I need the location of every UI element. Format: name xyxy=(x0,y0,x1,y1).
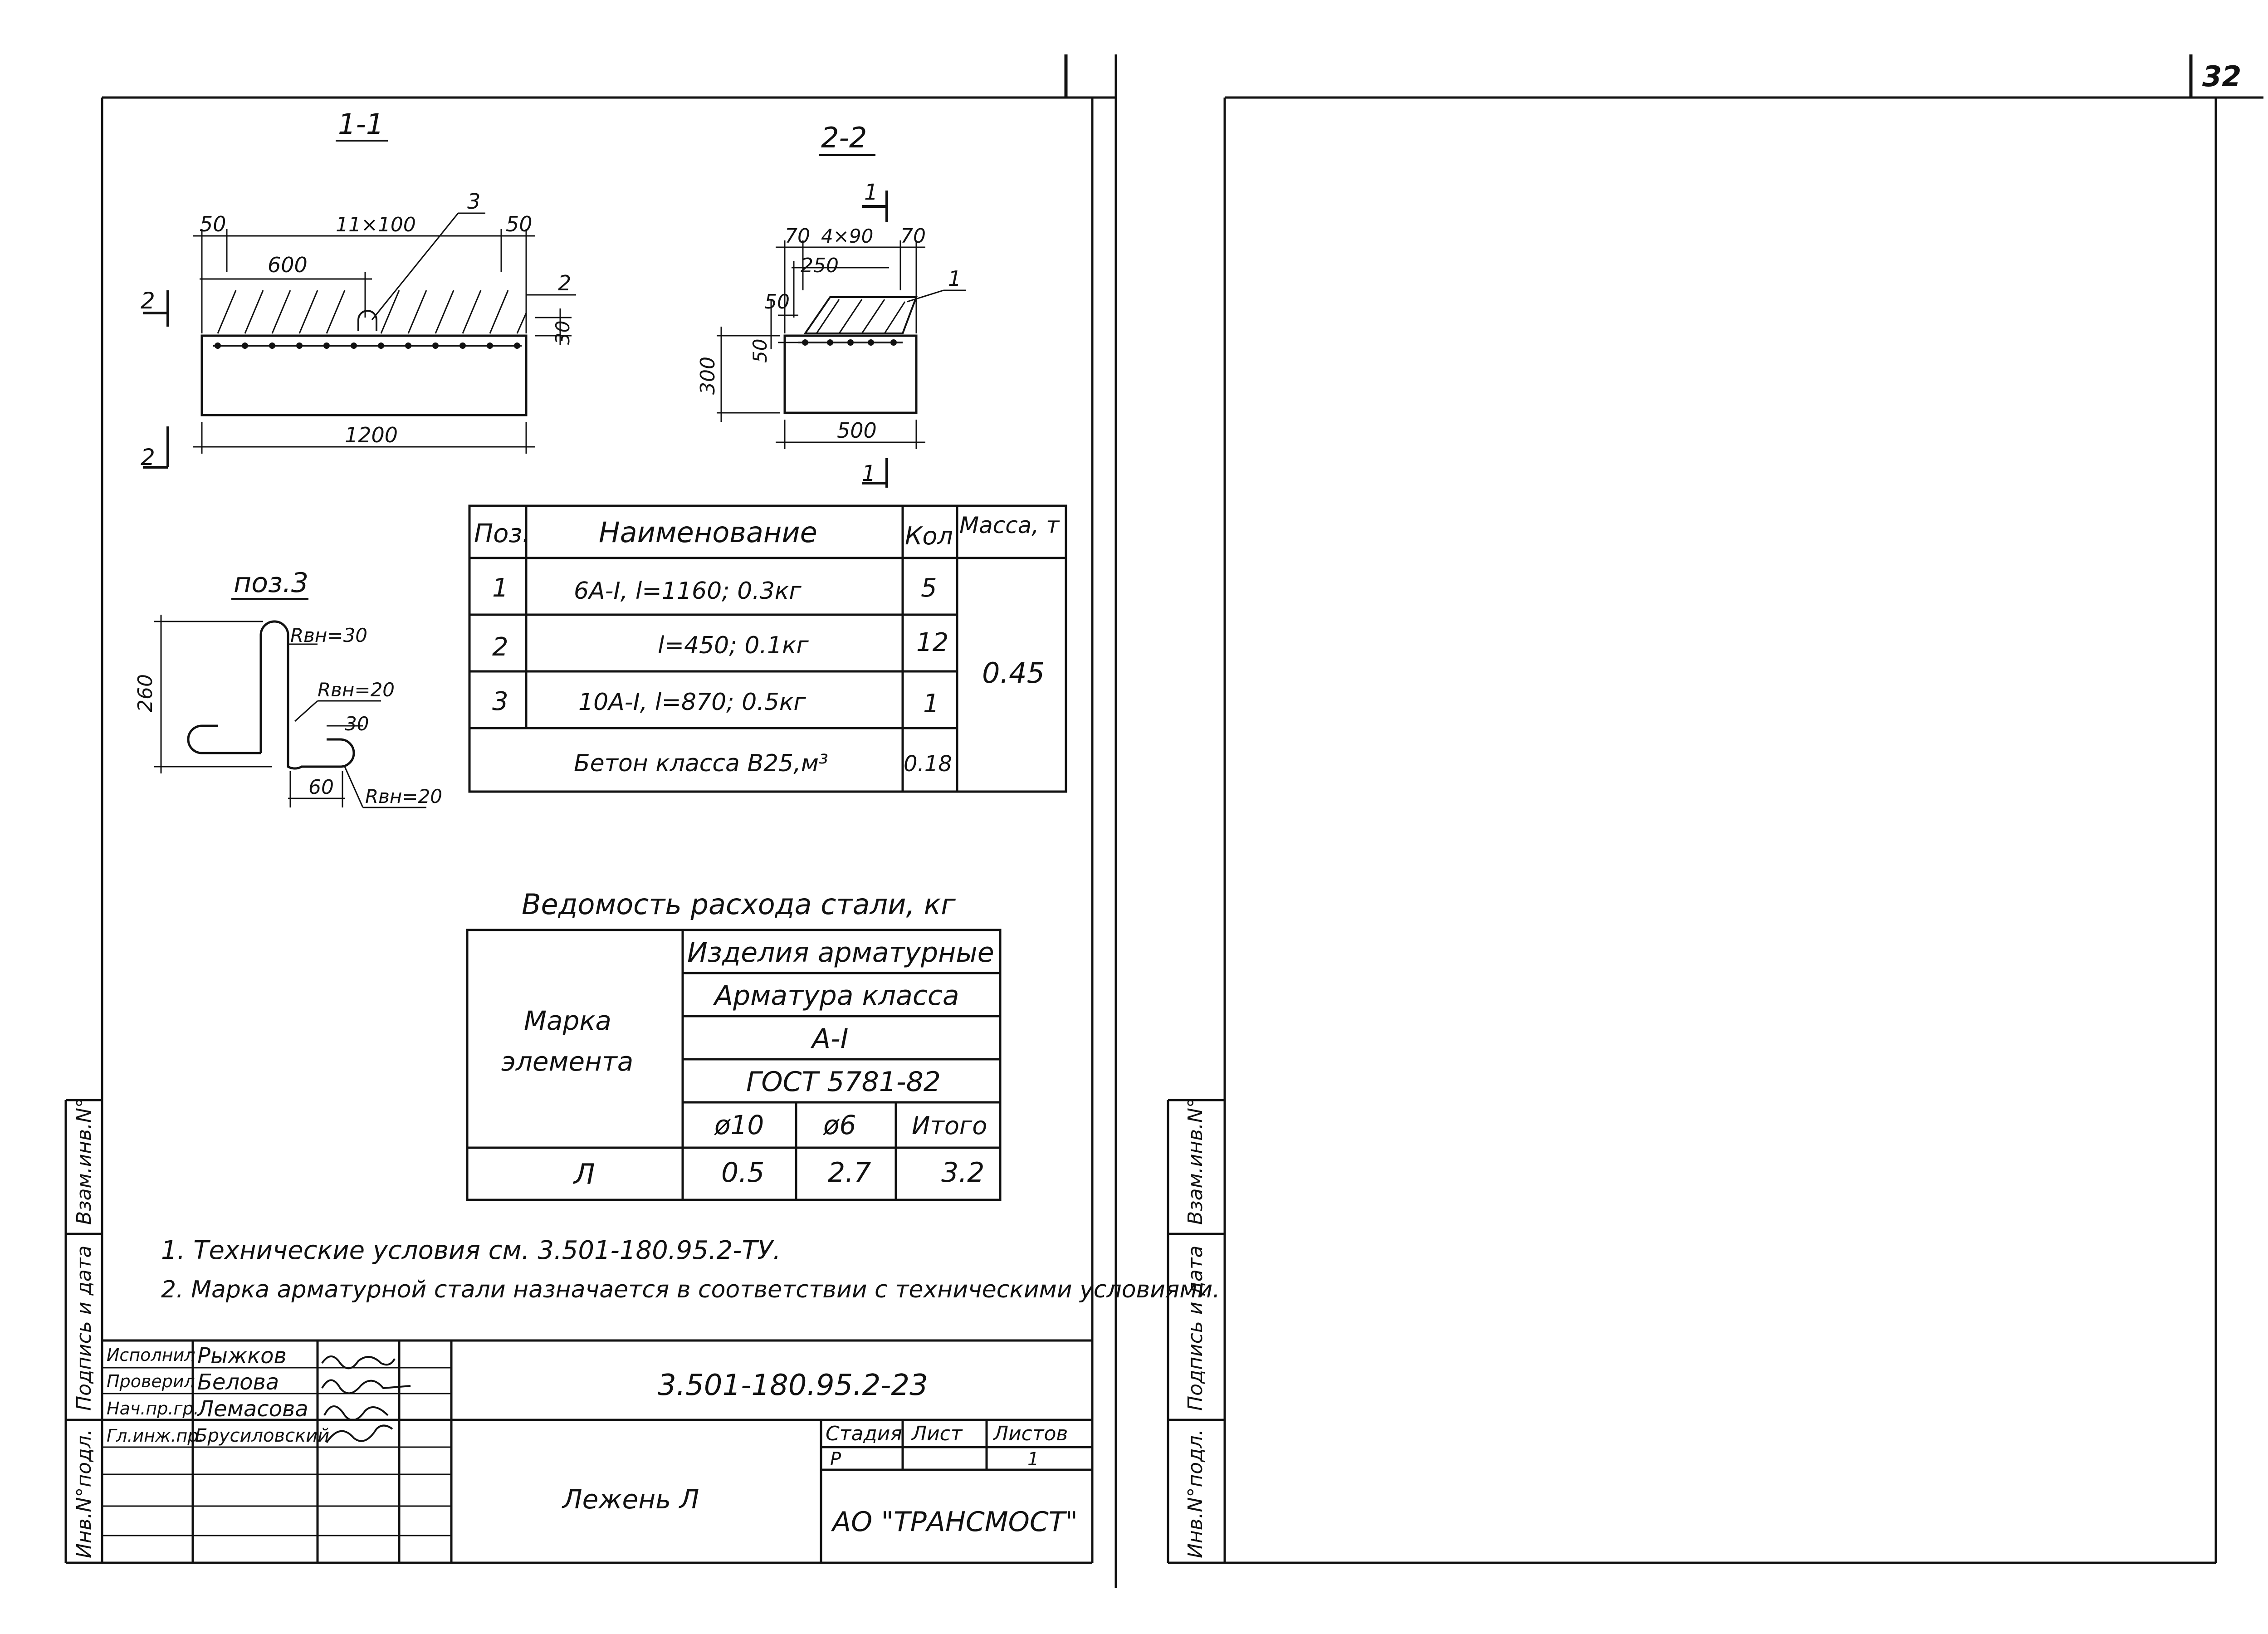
dim-70-left: 70 xyxy=(785,225,810,248)
spec-head-pos: Поз. xyxy=(474,519,530,548)
cut-2-top: 2 xyxy=(141,288,155,314)
cut-1-top: 1 xyxy=(864,180,878,205)
dim-50-b: 50 xyxy=(749,339,771,363)
steel-col-total: Итого xyxy=(912,1111,987,1140)
section-2-2: 2-2 xyxy=(696,121,966,488)
left-margin-strip xyxy=(64,1099,103,1563)
doc-code: 3.501-180.95.2-23 xyxy=(658,1369,928,1402)
spec-row1-qty: 5 xyxy=(921,573,937,603)
dim-11x100: 11×100 xyxy=(336,213,416,236)
spec-row3-qty: 1 xyxy=(923,689,939,719)
spec-mass: 0.45 xyxy=(982,656,1045,690)
left-sheet-frame xyxy=(66,54,1117,1588)
dim-500: 500 xyxy=(837,418,877,443)
pos3-r20-a: Rвн=20 xyxy=(318,679,395,701)
label-inv-swap: Взам.инв.N° xyxy=(73,1098,96,1225)
dim-50-a: 50 xyxy=(764,290,790,313)
stage-value: Р xyxy=(830,1449,841,1470)
steel-title: Ведомость расхода стали, кг xyxy=(522,888,956,921)
title-person1-role: Исполнил xyxy=(107,1345,196,1365)
label-sign-date: Подпись и дата xyxy=(73,1246,96,1411)
title-person4-role: Гл.инж.пр. xyxy=(107,1426,204,1446)
spec-table: Поз. Наименование Кол Масса, т 1 6A-I, l… xyxy=(468,504,1067,793)
pos3-dim-260: 260 xyxy=(134,674,157,712)
right-sheet-frame xyxy=(1167,54,2263,1564)
dim-4x90: 4×90 xyxy=(821,225,873,247)
steel-table: Ведомость расхода стали, кг Марка элемен… xyxy=(466,888,1002,1201)
spec-row3-name: 10A-I, l=870; 0.5кг xyxy=(578,689,806,716)
steel-row-mark: Л xyxy=(573,1158,595,1191)
spec-row2-pos: 2 xyxy=(492,632,508,662)
dim-70-right: 70 xyxy=(900,225,926,248)
steel-mark-1: Марка xyxy=(524,1005,611,1036)
pos3-detail: поз.3 260 Rвн=30 Rвн=20 30 60 Rвн=20 xyxy=(134,567,442,808)
title-person2-role: Проверил xyxy=(107,1371,195,1391)
spec-concrete-qty: 0.18 xyxy=(904,751,952,777)
margin-labels-right: Взам.инв.N° Подпись и дата Инв.N°подл. xyxy=(1184,1098,1207,1558)
leader-3: 3 xyxy=(467,189,480,214)
spec-row2-name: l=450; 0.1кг xyxy=(658,632,809,659)
margin-labels-left: Взам.инв.N° Подпись и дата Инв.N°подл. xyxy=(73,1098,96,1558)
spec-head-mass: Масса, т xyxy=(959,512,1060,538)
dim-1200: 1200 xyxy=(345,423,398,447)
spec-row1-pos: 1 xyxy=(492,573,508,603)
label-inv-orig: Инв.N°подл. xyxy=(73,1429,96,1558)
section-2-2-title: 2-2 xyxy=(821,121,867,154)
section-1-1: 1-1 xyxy=(141,108,576,470)
pos3-dim-60: 60 xyxy=(308,776,334,799)
label-inv-orig-r: Инв.N°подл. xyxy=(1184,1429,1207,1558)
sheets-value: 1 xyxy=(1027,1449,1039,1470)
title-person4-name: Брусиловский xyxy=(195,1425,329,1446)
pos3-r30: Rвн=30 xyxy=(290,624,367,646)
title-person1-name: Рыжков xyxy=(197,1343,287,1369)
title-person3-role: Нач.пр.гр. xyxy=(107,1399,199,1419)
pos3-dim-30: 30 xyxy=(345,713,369,735)
dim-300: 300 xyxy=(696,357,719,395)
title-block: Исполнил Рыжков Проверил Белова Нач.пр.г… xyxy=(102,1339,1092,1563)
signatures xyxy=(321,1355,411,1443)
steel-row-a: 0.5 xyxy=(721,1157,764,1189)
cut-2-bottom: 2 xyxy=(141,444,155,470)
spec-row2-qty: 12 xyxy=(916,628,948,657)
note-1: 1. Технические условия см. 3.501-180.95.… xyxy=(161,1236,781,1265)
pos3-r20-b: Rвн=20 xyxy=(365,785,442,807)
spec-head-name: Наименование xyxy=(599,516,817,549)
stage-label: Стадия xyxy=(826,1422,902,1445)
element-name: Лежень Л xyxy=(562,1484,699,1515)
steel-h4: ГОСТ 5781-82 xyxy=(746,1066,941,1098)
label-sign-date-r: Подпись и дата xyxy=(1184,1246,1207,1411)
pos3-title: поз.3 xyxy=(234,567,308,599)
steel-row-b: 2.7 xyxy=(828,1157,871,1189)
steel-h2: Арматура класса xyxy=(713,980,959,1012)
title-person3-name: Лемасова xyxy=(196,1396,308,1422)
steel-col-a: ø10 xyxy=(714,1110,764,1140)
section-1-1-title: 1-1 xyxy=(338,108,384,141)
steel-row-total: 3.2 xyxy=(941,1157,984,1189)
leader-1: 1 xyxy=(948,266,961,291)
spec-row3-pos: 3 xyxy=(492,687,508,716)
page-number: 32 xyxy=(2202,60,2241,93)
spec-head-qty: Кол xyxy=(905,522,953,550)
steel-h1: Изделия арматурные xyxy=(687,937,994,969)
sheets-label: Листов xyxy=(992,1422,1068,1445)
spec-row1-name: 6A-I, l=1160; 0.3кг xyxy=(574,577,802,605)
company: АО "ТРАНСМОСТ" xyxy=(831,1506,1078,1538)
label-inv-swap-r: Взам.инв.N° xyxy=(1184,1098,1207,1225)
steel-h3: A-I xyxy=(810,1023,848,1055)
sheet-label: Лист xyxy=(911,1422,963,1445)
steel-col-b: ø6 xyxy=(823,1110,856,1140)
title-person2-name: Белова xyxy=(197,1370,279,1395)
cut-2-right: 2 xyxy=(558,271,571,295)
notes: 1. Технические условия см. 3.501-180.95.… xyxy=(161,1236,1220,1303)
note-2: 2. Марка арматурной стали назначается в … xyxy=(161,1276,1220,1303)
cut-1-bottom: 1 xyxy=(862,461,876,486)
spec-concrete-name: Бетон класса B25,м³ xyxy=(574,750,828,777)
dim-600: 600 xyxy=(268,253,308,277)
steel-mark-2: элемента xyxy=(501,1046,633,1077)
dim-30: 30 xyxy=(552,321,574,345)
dim-50-left: 50 xyxy=(200,212,226,236)
dim-250: 250 xyxy=(801,254,839,277)
dim-50-right: 50 xyxy=(506,212,533,236)
